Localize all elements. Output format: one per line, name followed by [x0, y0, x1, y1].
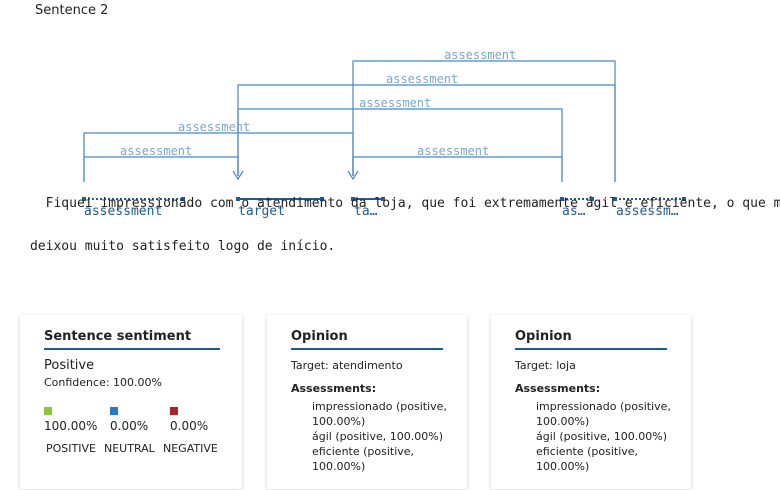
- text-segment: , que foi extremamente: [405, 196, 586, 211]
- tag-loja[interactable]: ta…: [354, 204, 378, 219]
- assessment-item: impressionado (positive, 100.00%): [312, 400, 447, 428]
- negative-swatch: [170, 407, 178, 415]
- token-agil[interactable]: ágil: [585, 196, 618, 211]
- text-segment: Fiquei: [45, 196, 101, 211]
- assessment-item: eficiente (positive, 100.00%): [312, 445, 415, 473]
- tag-eficiente[interactable]: assessm…: [616, 204, 679, 219]
- assessments-list: impressionado (positive, 100.00%) ágil (…: [536, 399, 676, 474]
- opinion-target: Target: atendimento: [291, 359, 403, 372]
- card-title: Opinion: [515, 329, 667, 350]
- neutral-label: NEUTRAL: [104, 442, 155, 455]
- tag-impressionado[interactable]: assessment: [84, 204, 163, 219]
- assessment-item: ágil (positive, 100.00%): [312, 430, 443, 443]
- arc-label: assessment: [178, 120, 251, 134]
- text-segment: da: [343, 196, 375, 211]
- assessments-heading: Assessments:: [515, 382, 601, 395]
- arc-agil-loja: [352, 156, 563, 182]
- opinion-card-atendimento: Opinion Target: atendimento Assessments:…: [267, 315, 467, 489]
- positive-percent: 100.00%: [44, 419, 98, 433]
- neutral-percent: 0.00%: [110, 419, 149, 433]
- sentence-line-2: deixou muito satisfeito logo de início.: [30, 239, 336, 254]
- text-segment: com o: [202, 196, 257, 211]
- arc-label: assessment: [386, 72, 459, 86]
- arrowhead-atendimento: [232, 170, 244, 181]
- assessments-list: impressionado (positive, 100.00%) ágil (…: [312, 399, 452, 474]
- token-atendimento[interactable]: atendimento: [257, 196, 344, 211]
- assessments-heading: Assessments:: [291, 382, 377, 395]
- sentiment-label: Positive: [44, 358, 95, 373]
- text-segment: , o que me: [710, 196, 780, 211]
- assessment-item: impressionado (positive, 100.00%): [536, 400, 671, 428]
- arc-label: assessment: [120, 144, 193, 158]
- opinion-card-loja: Opinion Target: loja Assessments: impres…: [491, 315, 691, 489]
- arc-label: assessment: [417, 144, 490, 158]
- token-loja[interactable]: loja: [374, 196, 406, 211]
- arc-impressionado-atendimento: [83, 156, 239, 182]
- arc-agil-atendimento: [237, 108, 563, 182]
- opinion-target: Target: loja: [515, 359, 576, 372]
- token-eficiente[interactable]: eficiente: [640, 196, 711, 211]
- sentence-line-1: Fiquei impressionado com o atendimento d…: [30, 181, 780, 211]
- negative-label: NEGATIVE: [163, 442, 218, 455]
- text-segment: e: [617, 196, 641, 211]
- arrowhead-loja: [347, 170, 359, 181]
- assessment-item: ágil (positive, 100.00%): [536, 430, 667, 443]
- positive-label: POSITIVE: [46, 442, 96, 455]
- token-impressionado[interactable]: impressionado: [100, 196, 203, 211]
- card-title: Opinion: [291, 329, 443, 350]
- arc-label: assessment: [359, 96, 432, 110]
- arc-eficiente-loja: [352, 60, 616, 182]
- negative-percent: 0.00%: [170, 419, 209, 433]
- assessment-item: eficiente (positive, 100.00%): [536, 445, 639, 473]
- positive-swatch: [44, 407, 52, 415]
- sentence-sentiment-card: Sentence sentiment Positive Confidence: …: [20, 315, 242, 489]
- tag-agil[interactable]: as…: [562, 204, 586, 219]
- confidence-text: Confidence: 100.00%: [44, 376, 162, 389]
- arc-label: assessment: [444, 48, 517, 62]
- sentence-title: Sentence 2: [35, 3, 109, 18]
- tag-atendimento[interactable]: target: [238, 204, 285, 219]
- neutral-swatch: [110, 407, 118, 415]
- card-title: Sentence sentiment: [44, 329, 220, 350]
- relation-arcs: [82, 60, 686, 201]
